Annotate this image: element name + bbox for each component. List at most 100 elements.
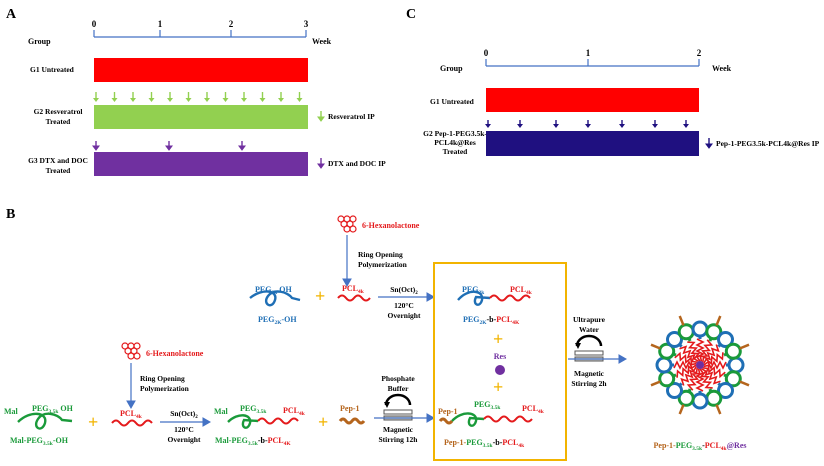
dose-arrow-icon xyxy=(619,120,625,128)
pep1-label: Pep-1 xyxy=(340,404,360,413)
pep-peg-pcl-peg-label: PEG3.5k xyxy=(474,400,501,411)
dose-arrow-icon xyxy=(259,92,266,102)
mag12-line2: Stirring 12h xyxy=(379,435,419,444)
yellow-frame xyxy=(433,262,567,461)
monomer-bottom-icon xyxy=(121,342,141,360)
peg2k-oh-label: PEG2K-OH xyxy=(258,315,297,326)
dose-arrow-icon xyxy=(111,92,118,102)
panel-a-g3-name-1: G3 DTX and DOC xyxy=(28,156,88,165)
final-product-label: Pep-1-PEG3.5k-PCL4k@Res xyxy=(654,441,747,452)
panel-c-g1-name: G1 Untreated xyxy=(430,97,475,106)
panel-c-g1-bar xyxy=(486,88,699,112)
ultrapure-line2: Water xyxy=(579,325,600,334)
panel-a-g3-name-2: Treated xyxy=(46,166,72,175)
micelle-arm xyxy=(699,315,723,362)
monomer-top-label: 6-Hexanolactone xyxy=(362,221,420,230)
panel-a-g2-name-1: G2 Resveratrol xyxy=(34,107,83,116)
plus-bottom-2: + xyxy=(318,412,328,432)
panel-a-week-label: Week xyxy=(312,37,332,46)
phosphate-line2: Buffer xyxy=(388,384,409,393)
monomer-top-icon xyxy=(337,215,357,233)
pcl4k-chain-icon-top xyxy=(337,294,371,302)
mal-label: Mal xyxy=(4,407,19,416)
res-dot-icon xyxy=(495,365,505,375)
panel-c-label: C xyxy=(406,7,416,22)
dose-arrow-icon xyxy=(585,120,591,128)
pcl4k-label-top: PCL4k xyxy=(342,284,365,295)
panel-a-timeline-axis xyxy=(93,30,307,38)
panel-a-g2-name-2: Treated xyxy=(46,117,72,126)
panel-a-g2-dose-arrows xyxy=(93,92,303,102)
panel-c-g2-legend-arrow xyxy=(705,138,713,149)
panel-a-g1-name: G1 Untreated xyxy=(30,65,75,74)
panel-c-tick-0: 0 xyxy=(484,48,489,58)
panel-a-group-header: Group xyxy=(28,37,51,46)
mal-peg-pcl-chain-icon xyxy=(227,414,299,429)
micelle-arm xyxy=(650,342,697,366)
panel-c-g2-legend: Pep-1-PEG3.5k-PCL4k@Res IP xyxy=(716,139,820,148)
pcl4k-label-bottom: PCL4k xyxy=(120,409,143,420)
temp-top: 120°C xyxy=(394,301,414,310)
mal-peg-oh-label: Mal-PEG3.5k-OH xyxy=(10,436,69,447)
arrow-sn-bottom xyxy=(160,417,212,427)
micelle-arm xyxy=(666,367,698,399)
ultrapure-arrow-icon xyxy=(575,334,603,347)
dose-arrow-icon xyxy=(167,92,173,102)
dose-arrow-icon xyxy=(683,120,689,128)
dose-arrow-icon xyxy=(278,92,284,102)
micelle-arm xyxy=(702,331,734,363)
dose-arrow-icon xyxy=(241,92,247,102)
arrow-stir-right xyxy=(568,354,628,364)
arrow-stir-bottom xyxy=(374,413,436,423)
micelle-core-res-icon xyxy=(696,361,704,369)
dose-arrow-icon xyxy=(130,92,136,102)
mal-peg-chain-icon xyxy=(17,412,73,430)
panel-c-g2-bar xyxy=(486,131,699,156)
temp-bottom: 120°C xyxy=(174,425,194,434)
mag2-line2: Stirring 2h xyxy=(571,379,607,388)
rop-top-line1: Ring Opening xyxy=(358,250,403,259)
dose-arrow-icon xyxy=(652,120,658,128)
mal-peg-pcl-pcl-label: PCL4k xyxy=(283,406,306,417)
panel-c-timeline-axis xyxy=(485,59,700,67)
mag12-line1: Magnetic xyxy=(383,425,414,434)
rop-bottom-line2: Polymerization xyxy=(140,384,190,393)
arrow-rop-bottom xyxy=(126,363,136,410)
panel-a-tick-3: 3 xyxy=(304,19,309,29)
panel-c-group-header: Group xyxy=(440,64,463,73)
dose-arrow-icon xyxy=(148,92,155,102)
dose-arrow-icon xyxy=(204,92,210,102)
water-arrowhead-icon xyxy=(575,343,581,349)
res-label: Res xyxy=(494,352,506,361)
dose-arrow-icon xyxy=(185,92,192,102)
panel-a-g2-legend: Resveratrol IP xyxy=(328,112,375,121)
micelle-icon xyxy=(650,315,750,415)
micelle-arm xyxy=(703,364,750,388)
time-top: Overnight xyxy=(388,311,421,320)
peg-pcl-pcl-label: PCL4k xyxy=(510,285,533,296)
buffer-arrowhead-icon xyxy=(384,402,390,408)
rop-top-line2: Polymerization xyxy=(358,260,408,269)
panel-a-tick-2: 2 xyxy=(229,19,234,29)
peg-pcl-chain-icon xyxy=(457,290,531,306)
mag2-line1: Magnetic xyxy=(574,369,605,378)
pep1-chain-icon xyxy=(338,417,366,425)
catalyst-bottom: Sn(Oct)2 xyxy=(170,409,198,420)
panel-c-tick-2: 2 xyxy=(697,48,702,58)
pep-peg-pcl-pcl-label: PCL4k xyxy=(522,404,545,415)
micelle-arm xyxy=(677,368,701,415)
panel-c-tick-1: 1 xyxy=(586,48,591,58)
ultrapure-line1: Ultrapure xyxy=(573,315,606,324)
peg2k-label: PEG2k OH xyxy=(255,285,292,296)
peg-pcl-label: PEG2K-b-PCL4K xyxy=(463,315,520,326)
arrow-rop-top xyxy=(342,235,352,288)
phosphate-buffer-arrow-icon xyxy=(384,393,412,406)
panel-c-week-label: Week xyxy=(712,64,732,73)
plus-frame-2: + xyxy=(493,377,503,397)
monomer-bottom-label: 6-Hexanolactone xyxy=(146,349,204,358)
panel-a-g1-bar xyxy=(94,58,308,82)
plus-frame-1: + xyxy=(493,329,503,349)
panel-b-label: B xyxy=(6,207,15,222)
micelle-arm xyxy=(666,331,698,363)
